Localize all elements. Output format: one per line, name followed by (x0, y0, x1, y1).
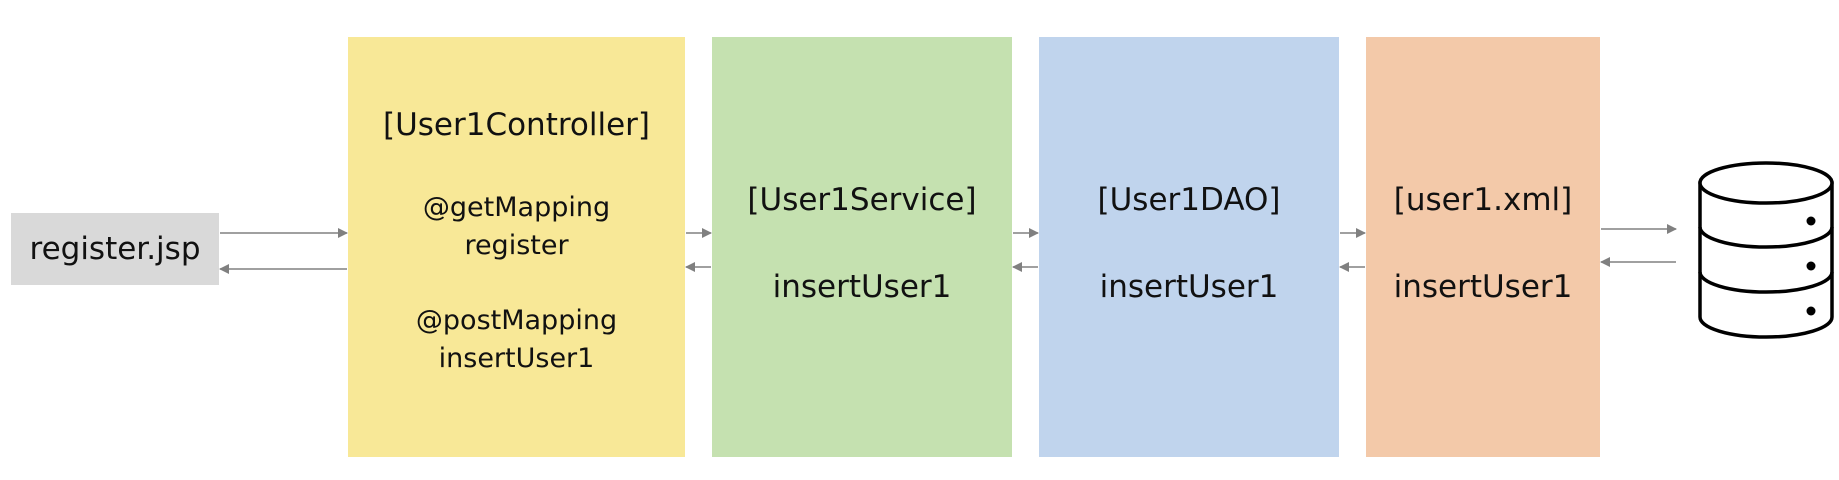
controller-title: [User1Controller] (382, 107, 651, 143)
post-mapping-annotation: @postMapping (415, 305, 618, 336)
mapper-method: insertUser1 (1393, 269, 1573, 305)
service-box: [User1Service] insertUser1 (712, 37, 1012, 457)
register-jsp-box: register.jsp (11, 213, 219, 285)
get-mapping-group: @getMapping register (423, 189, 610, 265)
mapper-box: [user1.xml] insertUser1 (1366, 37, 1600, 457)
mapper-title: [user1.xml] (1393, 182, 1573, 218)
get-mapping-annotation: @getMapping (422, 192, 611, 223)
database-icon (1698, 161, 1834, 339)
service-method: insertUser1 (772, 269, 952, 305)
post-mapping-method: insertUser1 (438, 343, 595, 374)
dao-title: [User1DAO] (1097, 182, 1281, 218)
register-jsp-label: register.jsp (29, 231, 201, 267)
get-mapping-method: register (464, 230, 569, 261)
dao-method: insertUser1 (1099, 269, 1279, 305)
dao-box: [User1DAO] insertUser1 (1039, 37, 1339, 457)
service-title: [User1Service] (747, 182, 977, 218)
controller-box: [User1Controller] @getMapping register @… (348, 37, 685, 457)
post-mapping-group: @postMapping insertUser1 (416, 302, 617, 378)
